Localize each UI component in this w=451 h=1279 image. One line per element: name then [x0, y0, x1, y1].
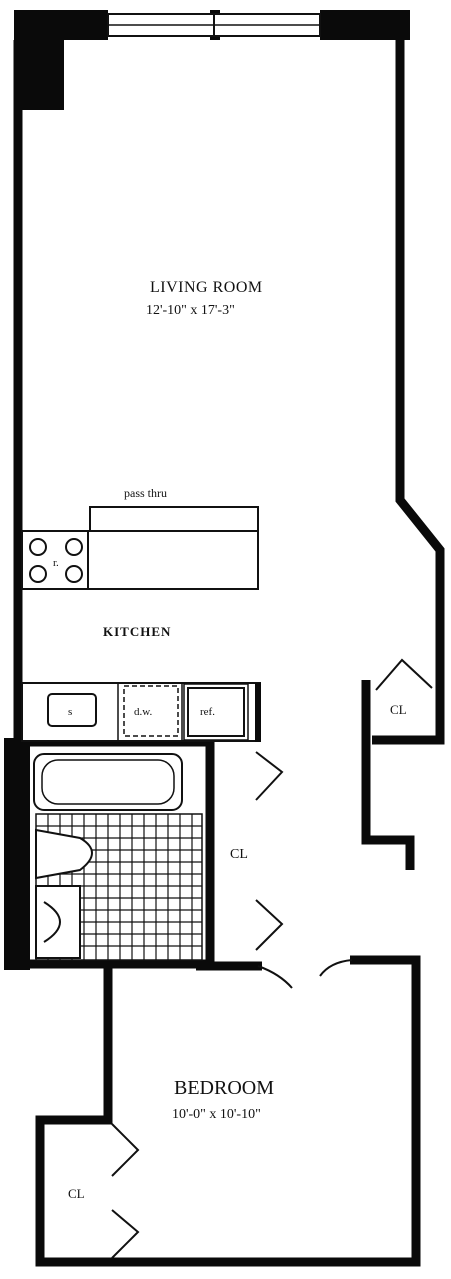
bedroom-label: BEDROOM — [174, 1077, 274, 1099]
kitchen-label: KITCHEN — [103, 624, 171, 639]
kitchen-closet-label: CL — [390, 702, 407, 717]
sink: s — [47, 693, 97, 727]
sink-label: s — [68, 706, 72, 718]
range-label: r. — [53, 557, 59, 569]
toilet — [35, 828, 93, 880]
bedroom-closet-label: CL — [68, 1186, 85, 1201]
dishwasher-label: d.w. — [134, 706, 152, 718]
hall-closet-label: CL — [230, 847, 248, 862]
pass-thru-label: pass thru — [124, 486, 167, 500]
living-room-label: LIVING ROOM — [150, 279, 263, 296]
refrigerator-label: ref. — [200, 706, 215, 718]
kitchen-closet: CL — [375, 658, 433, 717]
window — [107, 13, 321, 37]
kitchen-upper-counter — [21, 530, 259, 590]
living-room-dims: 12'-10" x 17'-3" — [146, 303, 235, 318]
refrigerator: ref. — [183, 683, 249, 741]
bedroom-closet: CL — [68, 1123, 140, 1259]
range: r. — [29, 538, 83, 583]
bedroom-dims: 10'-0" x 10'-10" — [172, 1107, 261, 1122]
pass-thru-counter: pass thru — [89, 486, 259, 532]
bedroom-door — [257, 959, 353, 989]
bathtub — [33, 753, 183, 811]
lavatory-sink — [35, 885, 81, 959]
hall-closet: CL — [230, 751, 284, 951]
dishwasher: d.w. — [123, 685, 179, 737]
